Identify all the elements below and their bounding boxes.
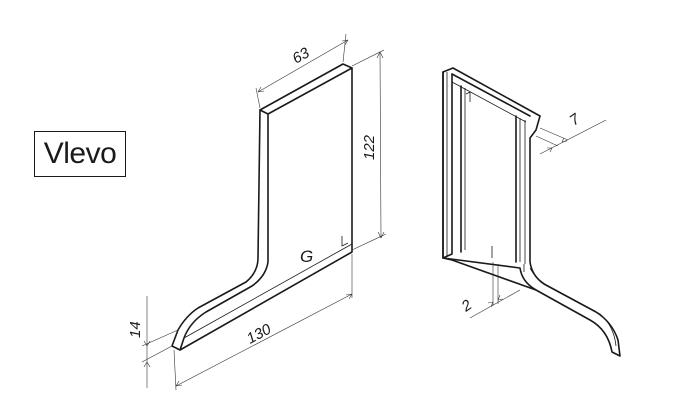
logo-mark: G <box>300 247 313 266</box>
svg-text:G: G <box>300 247 313 266</box>
dimension-2: 2 <box>458 262 521 319</box>
svg-text:63: 63 <box>290 44 314 67</box>
svg-text:130: 130 <box>244 320 275 347</box>
dimension-7: 7 <box>535 110 607 155</box>
side-label-text: Vlevo <box>43 137 117 170</box>
left-part-outline <box>171 63 353 351</box>
right-part-outline <box>442 67 621 357</box>
svg-text:2: 2 <box>458 296 476 316</box>
dimension-122: 122 <box>351 49 387 251</box>
svg-text:122: 122 <box>361 134 378 160</box>
svg-text:7: 7 <box>567 110 584 129</box>
side-label-box: Vlevo <box>34 131 126 177</box>
svg-text:14: 14 <box>127 321 144 338</box>
dimension-63: 63 <box>255 33 349 109</box>
dimension-14: 14 <box>127 296 179 388</box>
